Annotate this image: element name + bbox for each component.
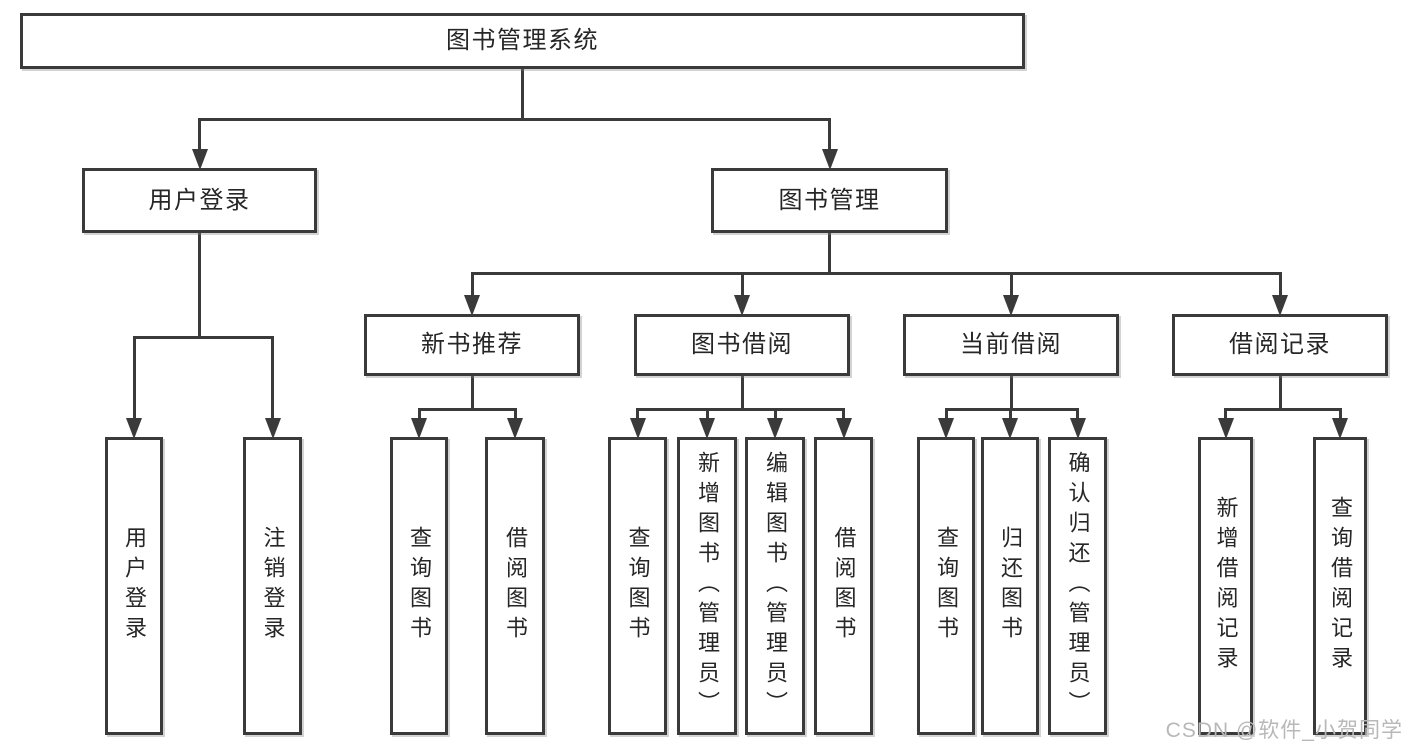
node-leaf-bb-query: 查询图书 (608, 437, 667, 735)
node-label-leaf-bb-query: 查询图书 (625, 526, 651, 646)
node-leaf-bb-edit: 编辑图书（管理员） (745, 437, 805, 735)
node-leaf-records-add: 新增借阅记录 (1198, 437, 1253, 735)
arrow-down-icon (1003, 295, 1019, 316)
node-leaf-logout: 注销登录 (243, 437, 302, 735)
connector-line (470, 272, 474, 295)
node-user-login: 用户登录 (82, 168, 317, 233)
arrow-down-icon (629, 418, 646, 439)
arrow-down-icon (1272, 295, 1288, 316)
connector-line (470, 272, 1282, 275)
connector-line (198, 118, 201, 149)
connector-line (1278, 376, 1282, 411)
node-book-mgmt: 图书管理 (711, 168, 948, 233)
arrow-down-icon (767, 418, 783, 439)
node-label-leaf-bb-edit: 编辑图书（管理员） (763, 451, 788, 721)
arrow-down-icon (1002, 418, 1018, 439)
csdn-watermark: CSDN @软件_小贺同学 (1165, 719, 1403, 742)
node-label-leaf-cb-query: 查询图书 (934, 526, 959, 646)
connector-line (1338, 408, 1342, 418)
connector-line (828, 118, 831, 149)
connector-line (1009, 272, 1013, 295)
node-borrow-records: 借阅记录 (1172, 314, 1388, 376)
node-label-user-login: 用户登录 (148, 186, 251, 214)
connector-line (198, 118, 831, 121)
arrow-down-icon (734, 295, 750, 316)
connector-line (417, 408, 421, 418)
node-label-leaf-cb-return: 归还图书 (998, 526, 1023, 646)
connector-line (740, 376, 744, 411)
node-leaf-records-query: 查询借阅记录 (1313, 437, 1367, 735)
connector-line (513, 408, 517, 418)
connector-line (773, 408, 777, 418)
node-label-leaf-bb-borrow: 借阅图书 (831, 526, 857, 646)
node-leaf-bb-borrow: 借阅图书 (814, 437, 873, 735)
connector-line (521, 69, 524, 121)
node-label-leaf-cb-confirm: 确认归还（管理员） (1065, 451, 1091, 721)
arrow-down-icon (191, 149, 208, 170)
node-leaf-bb-add: 新增图书（管理员） (677, 437, 737, 735)
connector-line (828, 233, 831, 275)
node-label-leaf-records-add: 新增借阅记录 (1213, 496, 1239, 676)
arrow-down-icon (1217, 418, 1234, 439)
node-label-leaf-newbook-borrow: 借阅图书 (503, 526, 528, 646)
node-label-leaf-logout: 注销登录 (260, 526, 286, 646)
connector-line (842, 408, 845, 418)
connector-line (944, 408, 1079, 411)
node-label-leaf-newbook-query: 查询图书 (407, 526, 432, 646)
connector-line (636, 408, 639, 418)
connector-line (417, 408, 517, 411)
connector-line (636, 408, 845, 411)
connector-line (944, 408, 948, 418)
connector-line (271, 336, 274, 418)
connector-line (740, 272, 744, 295)
arrow-down-icon (411, 418, 427, 439)
connector-line (1009, 376, 1013, 411)
node-label-current-borrow: 当前借阅 (960, 331, 1062, 358)
connector-line (705, 408, 709, 418)
node-leaf-newbook-query: 查询图书 (390, 437, 448, 735)
connector-line (1224, 408, 1227, 418)
arrow-down-icon (938, 418, 954, 439)
node-label-book-mgmt: 图书管理 (778, 186, 881, 214)
node-leaf-cb-confirm: 确认归还（管理员） (1048, 437, 1107, 735)
connector-line (1008, 408, 1012, 418)
arrow-down-icon (699, 418, 715, 439)
node-leaf-user-login: 用户登录 (105, 437, 163, 735)
node-label-book-borrow: 图书借阅 (691, 331, 793, 358)
node-new-book-rec: 新书推荐 (364, 314, 580, 376)
connector-line (198, 233, 201, 339)
connector-line (1076, 408, 1079, 418)
arrow-down-icon (821, 149, 838, 170)
arrow-down-icon (264, 418, 281, 439)
arrow-down-icon (1069, 418, 1086, 439)
node-book-borrow: 图书借阅 (634, 314, 850, 376)
node-label-root: 图书管理系统 (446, 27, 599, 54)
arrow-down-icon (464, 295, 480, 316)
connector-line (1278, 272, 1282, 295)
connector-line (470, 376, 474, 411)
connector-line (132, 336, 136, 418)
arrow-down-icon (1332, 418, 1348, 439)
node-label-leaf-bb-add: 新增图书（管理员） (695, 451, 720, 721)
connector-line (1224, 408, 1342, 411)
arrow-down-icon (835, 418, 852, 439)
node-leaf-cb-query: 查询图书 (917, 437, 975, 735)
node-current-borrow: 当前借阅 (903, 314, 1119, 376)
node-label-leaf-user-login: 用户登录 (122, 526, 147, 646)
node-leaf-cb-return: 归还图书 (981, 437, 1039, 735)
node-leaf-newbook-borrow: 借阅图书 (485, 437, 545, 735)
connector-line (132, 336, 274, 339)
node-label-borrow-records: 借阅记录 (1229, 331, 1331, 358)
node-label-leaf-records-query: 查询借阅记录 (1328, 496, 1353, 676)
node-root: 图书管理系统 (20, 13, 1025, 69)
node-label-new-book-rec: 新书推荐 (421, 331, 523, 358)
arrow-down-icon (507, 418, 523, 439)
arrow-down-icon (126, 418, 142, 439)
